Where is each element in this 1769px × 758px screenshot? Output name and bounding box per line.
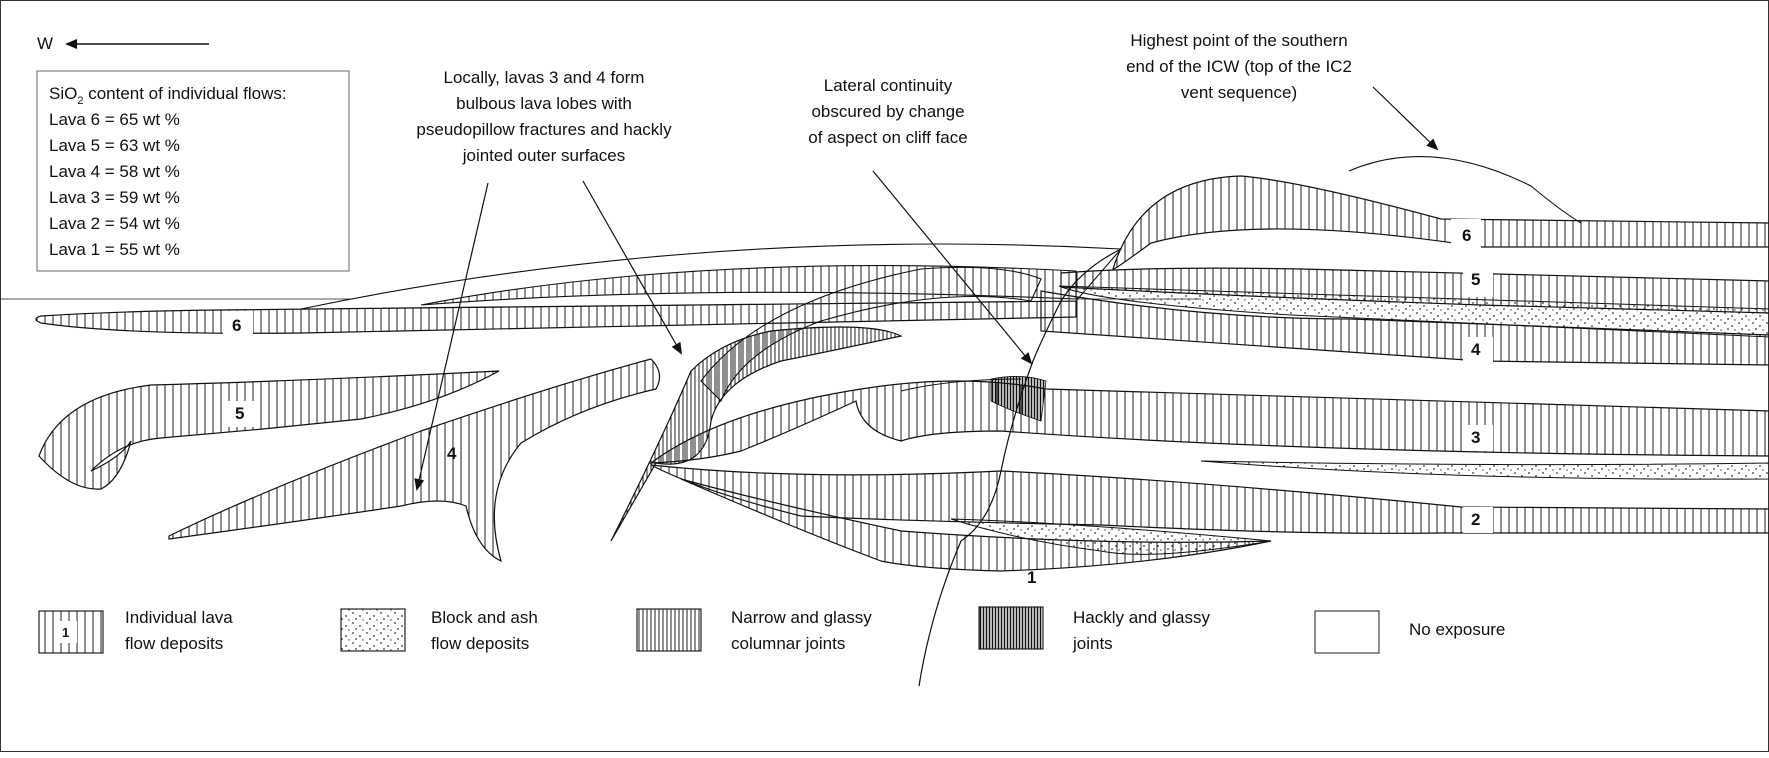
legend-item-block-ash: Block and ash flow deposits (341, 608, 538, 653)
legend-block-line-2: flow deposits (431, 634, 529, 653)
annotation-highest-line-3: vent sequence) (1181, 83, 1297, 102)
legend-hackly-line-1: Hackly and glassy (1073, 608, 1211, 627)
flow-label-2: 2 (1471, 510, 1480, 529)
lava-6-east (1113, 176, 1769, 269)
legend-item-no-exposure: No exposure (1315, 611, 1505, 653)
flow-label-4-west: 4 (447, 444, 457, 463)
flow-label-5-west: 5 (235, 404, 244, 423)
legend-item-lava-flow: 1 Individual lava flow deposits (39, 608, 233, 653)
block-ash-lower (1201, 461, 1769, 479)
legend-swatch-no-exposure (1315, 611, 1379, 653)
annotation-lateral-line-2: obscured by change (811, 102, 964, 121)
flow-label-4-east: 4 (1471, 340, 1481, 359)
highest-arrow (1373, 87, 1437, 149)
legend-swatch-narrow-joints (637, 609, 701, 651)
annotation-lobes-line-4: jointed outer surfaces (462, 146, 626, 165)
west-label: W (37, 34, 53, 53)
annotation-lobes-line-1: Locally, lavas 3 and 4 form (444, 68, 645, 87)
flow-label-3: 3 (1471, 428, 1480, 447)
flow-label-6-east: 6 (1462, 226, 1471, 245)
legend-swatch-lava-number: 1 (62, 625, 69, 640)
legend-item-narrow-joints: Narrow and glassy columnar joints (637, 608, 872, 653)
flow-label-5-east: 5 (1471, 270, 1480, 289)
annotation-lateral-line-1: Lateral continuity (824, 76, 953, 95)
legend-lava-line-2: flow deposits (125, 634, 223, 653)
legend-item-hackly-joints: Hackly and glassy joints (979, 607, 1211, 653)
sio2-row-lava-3: Lava 3 = 59 wt % (49, 188, 180, 207)
sio2-row-lava-4: Lava 4 = 58 wt % (49, 162, 180, 181)
annotation-lateral-line-3: of aspect on cliff face (808, 128, 967, 147)
lava-3 (651, 381, 1769, 463)
legend-hackly-line-2: joints (1072, 634, 1113, 653)
annotation-lobes-line-3: pseudopillow fractures and hackly (416, 120, 672, 139)
west-direction-indicator: W (37, 34, 209, 53)
flow-label-6-west: 6 (232, 316, 241, 335)
legend-narrow-line-2: columnar joints (731, 634, 845, 653)
annotation-highest-point: Highest point of the southern end of the… (1126, 31, 1437, 149)
legend: 1 Individual lava flow deposits Block an… (39, 607, 1505, 653)
legend-narrow-line-1: Narrow and glassy (731, 608, 872, 627)
flow-label-1: 1 (1027, 568, 1036, 587)
annotation-lobes-line-2: bulbous lava lobes with (456, 94, 632, 113)
sio2-row-lava-1: Lava 1 = 55 wt % (49, 240, 180, 259)
legend-lava-line-1: Individual lava (125, 608, 233, 627)
legend-no-exposure-label: No exposure (1409, 620, 1505, 639)
annotation-highest-line-1: Highest point of the southern (1130, 31, 1347, 50)
legend-swatch-hackly-joints (979, 607, 1043, 649)
annotation-highest-line-2: end of the ICW (top of the IC2 (1126, 57, 1352, 76)
sio2-content-box: SiO2 content of individual flows: Lava 6… (37, 71, 349, 271)
sio2-row-lava-2: Lava 2 = 54 wt % (49, 214, 180, 233)
sio2-row-lava-6: Lava 6 = 65 wt % (49, 110, 180, 129)
sio2-row-lava-5: Lava 5 = 63 wt % (49, 136, 180, 155)
legend-block-line-1: Block and ash (431, 608, 538, 627)
legend-swatch-block-ash (341, 609, 405, 651)
